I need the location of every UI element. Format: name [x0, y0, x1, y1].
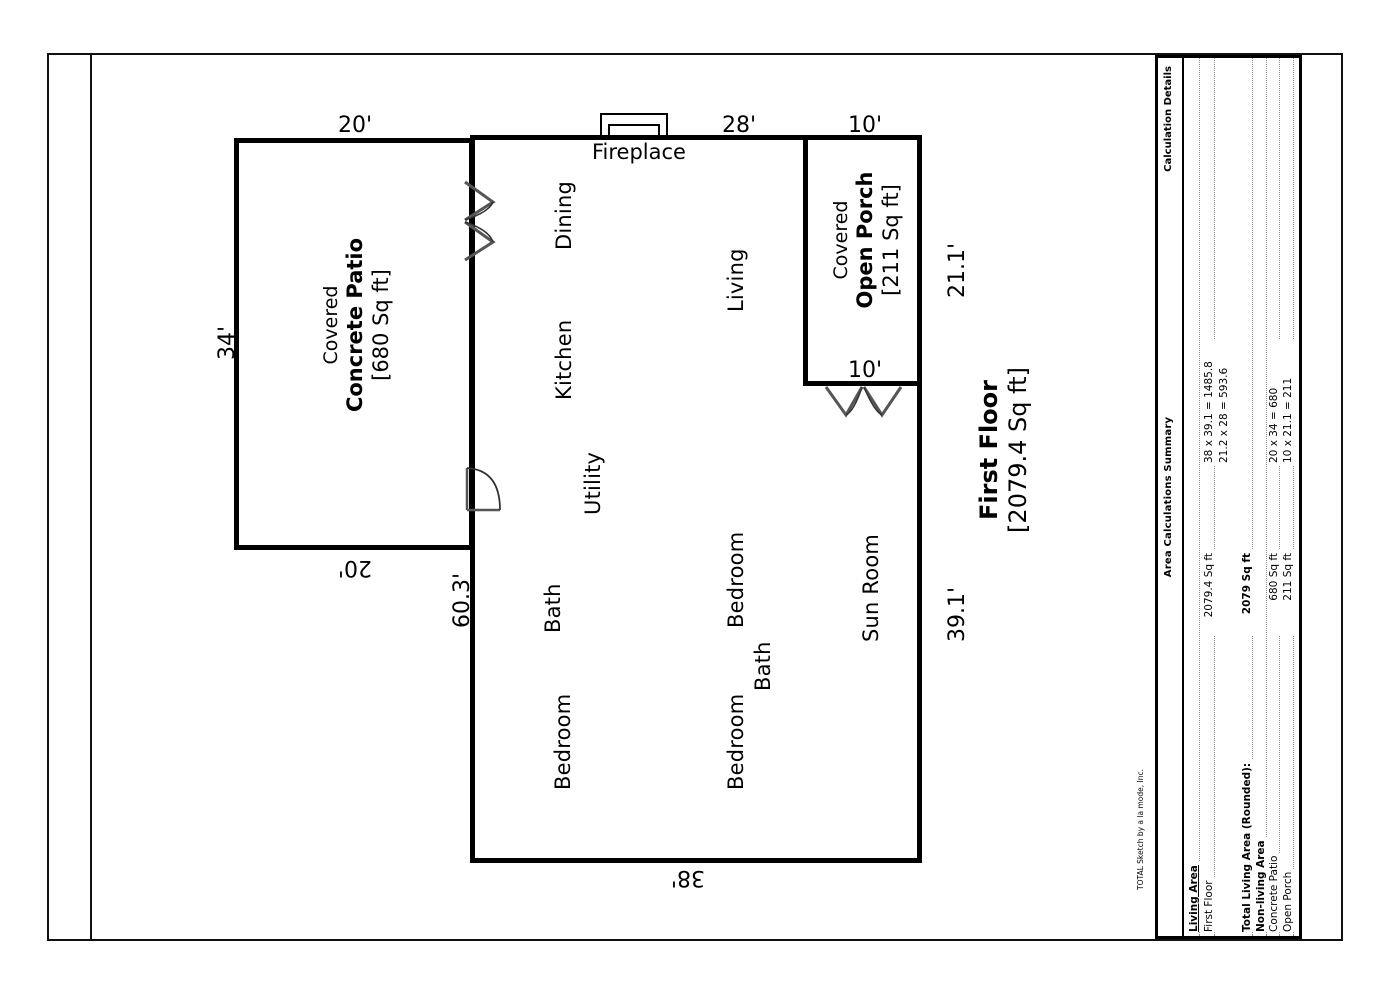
floor-title-line1: First Floor: [975, 380, 1003, 521]
summary-row: Total Living Area (Rounded): 2079 Sq ft: [1241, 58, 1256, 936]
open-porch-line1: Covered: [830, 200, 852, 280]
summary-row-area: 211 Sq ft: [1282, 550, 1294, 636]
door-single-utility-icon: [464, 466, 506, 514]
porch-wall-left: [803, 135, 808, 386]
dim-porch-right: 21.1': [945, 242, 970, 298]
summary-row-calc: 10 x 21.1 = 211: [1282, 340, 1294, 466]
door-double-dining-icon: [463, 180, 503, 262]
concrete-patio-area-label: Covered Concrete Patio [680 Sq ft]: [320, 210, 394, 440]
leader-dots: [1199, 58, 1200, 936]
dim-house-left: 60.3': [450, 572, 475, 628]
summary-row-calc: 21.2 x 28 = 593.6: [1218, 340, 1230, 466]
dim-porch-bottom: 10': [848, 358, 883, 383]
open-porch-line3: [211 Sq ft]: [878, 184, 903, 296]
concrete-patio-line3: [680 Sq ft]: [368, 269, 393, 381]
concrete-patio-line2: Concrete Patio: [343, 237, 368, 413]
fireplace-label: Fireplace: [592, 140, 686, 164]
floor-title-line2: [2079.4 Sq ft]: [1004, 367, 1033, 533]
floor-title: First Floor [2079.4 Sq ft]: [975, 340, 1034, 560]
summary-row-label: Non-living Area: [1255, 837, 1267, 932]
dim-porch-top: 10': [848, 113, 883, 138]
leader-dots: [1266, 58, 1267, 936]
summary-row-calc: 20 x 34 = 680: [1268, 340, 1280, 466]
dim-patio-left: 34': [215, 325, 240, 360]
summary-row: Open Porch 211 Sq ft 10 x 21.1 = 211: [1282, 58, 1297, 936]
room-label-living: Living: [724, 248, 748, 312]
room-label-bedroom-2: Bedroom: [551, 693, 575, 790]
fireplace-outer-rect: [600, 113, 668, 137]
summary-row: First Floor 2079.4 Sq ft 38 x 39.1 = 148…: [1203, 58, 1218, 936]
room-label-dining: Dining: [552, 181, 576, 250]
page-border: [47, 53, 1343, 941]
summary-row-calc: 38 x 39.1 = 1485.8: [1203, 340, 1215, 466]
porch-wall-bottom: [803, 381, 922, 386]
leader-dots: [1279, 58, 1280, 936]
dim-patio-bottom: 20': [337, 555, 372, 580]
room-label-bedroom-3: Bedroom: [724, 693, 748, 790]
summary-row-label: Total Living Area (Rounded):: [1241, 759, 1253, 932]
open-porch-line2: Open Porch: [853, 171, 878, 309]
room-label-kitchen: Kitchen: [552, 319, 576, 400]
porch-wall-top: [803, 135, 922, 140]
room-label-utility: Utility: [581, 451, 605, 515]
summary-row-area: 680 Sq ft: [1268, 550, 1280, 636]
porch-wall-right: [917, 135, 922, 386]
house-wall-left: [470, 135, 475, 863]
sketch-credit: TOTAL Sketch by a la mode, Inc.: [1136, 769, 1145, 890]
dim-patio-top: 20': [338, 113, 373, 138]
summary-title: Area Calculations Summary: [1163, 416, 1174, 578]
house-wall-right: [917, 381, 922, 863]
page-gutter-rule: [90, 53, 92, 941]
leader-dots: [1214, 58, 1215, 936]
dim-house-top: 28': [722, 113, 757, 138]
dim-house-right: 39.1': [945, 586, 970, 642]
fireplace-inner-rect: [608, 124, 660, 137]
summary-row-label: Open Porch: [1282, 868, 1294, 932]
house-wall-bottom: [470, 858, 922, 863]
open-porch-area-label: Covered Open Porch [211 Sq ft]: [830, 140, 904, 340]
room-label-bath-1: Bath: [541, 583, 565, 633]
room-label-bath-2: Bath: [751, 641, 775, 691]
room-label-sun-room: Sun Room: [859, 533, 883, 642]
summary-calc-header: Calculation Details: [1163, 66, 1174, 172]
area-calculations-summary-panel: Area Calculations Summary Calculation De…: [1155, 55, 1302, 939]
concrete-patio-line1: Covered: [320, 285, 342, 365]
house-wall-top: [470, 135, 808, 140]
dim-house-bottom: 38': [670, 865, 705, 890]
leader-dots: [1293, 58, 1294, 936]
summary-row-label: Concrete Patio: [1268, 852, 1280, 932]
summary-row: 21.2 x 28 = 593.6: [1218, 58, 1233, 936]
door-double-porch-icon: [824, 385, 904, 425]
summary-row-label: Living Area: [1188, 862, 1200, 932]
summary-row-label: First Floor: [1203, 877, 1215, 932]
summary-row-area: 2079 Sq ft: [1241, 550, 1253, 636]
summary-row-area: 2079.4 Sq ft: [1203, 550, 1215, 636]
summary-rule-top: [1182, 58, 1184, 936]
summary-row: Concrete Patio 680 Sq ft 20 x 34 = 680: [1268, 58, 1283, 936]
room-label-bedroom-1: Bedroom: [724, 531, 748, 628]
summary-row: Living Area: [1188, 58, 1203, 936]
